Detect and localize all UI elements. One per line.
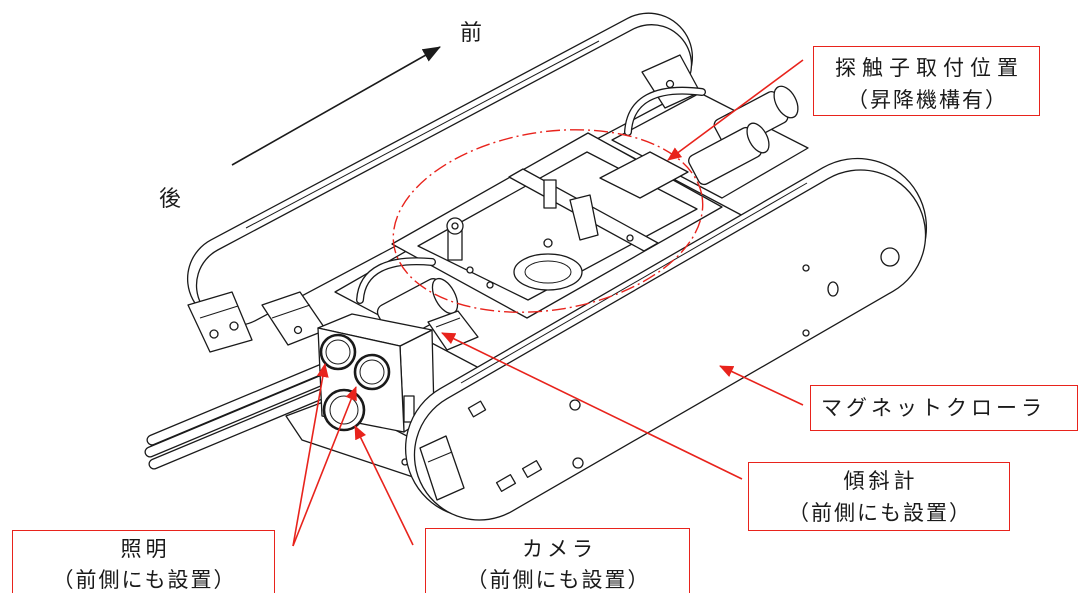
- front-crawler-side-plate: [413, 169, 927, 521]
- front-crawler-end-gear: [419, 435, 465, 501]
- bolt: [486, 281, 494, 289]
- magnet-crawler-callout-arrow: [719, 365, 804, 406]
- probe-mount-frame: [391, 132, 723, 319]
- direction-rear-label: 後: [158, 187, 181, 212]
- motor-end-cap: [773, 85, 799, 119]
- magnet-crawler-title: マグネットクローラ: [821, 396, 1046, 420]
- camera-lens-inner: [329, 395, 359, 425]
- bolt: [543, 238, 553, 248]
- axle-hole: [827, 281, 839, 297]
- handle-bar: [357, 258, 435, 303]
- probe-mount-callout: 探触子取付位置 （昇降機構有）: [813, 46, 1040, 116]
- direction-front-label: 前: [459, 21, 482, 46]
- front-crawler-end-gear-line: [427, 451, 453, 463]
- probe-lift-plate: [599, 151, 689, 199]
- lighting-note: （前側にも設置）: [52, 568, 237, 592]
- light-lens-inner: [359, 359, 385, 385]
- probe-mount-zone-outline: [392, 129, 704, 313]
- probe-mount-callout-arrow: [667, 59, 804, 161]
- bolt: [293, 325, 303, 335]
- bolt: [569, 399, 581, 411]
- camera-callout: カメラ （前側にも設置）: [425, 528, 690, 593]
- inclinometer-callout: 傾斜計 （前側にも設置）: [748, 462, 1010, 531]
- camera-callout-arrow: [354, 425, 414, 546]
- front-crawler-belt-groove: [460, 182, 808, 384]
- rod: [145, 376, 325, 457]
- direction-arrow: [231, 46, 441, 166]
- inclinometer-body: [427, 310, 479, 351]
- front-drive-motor-block: [611, 85, 809, 199]
- inclinometer-note: （前側にも設置）: [788, 501, 972, 525]
- sprocket-tooth: [495, 474, 517, 492]
- unit-bracket: [403, 395, 415, 423]
- inclinometer: [427, 310, 479, 351]
- bolt: [466, 266, 474, 274]
- camera-light-unit: [317, 313, 435, 433]
- inclinometer-edge: [435, 317, 461, 328]
- lighting-callout-arrow: [292, 363, 329, 547]
- bolt: [572, 457, 584, 469]
- probe-mount-note: （昇降機構有）: [847, 88, 1008, 112]
- sprocket-tooth: [467, 400, 487, 418]
- light-lens-inner: [325, 339, 351, 365]
- lighting-title: 照明: [120, 537, 171, 561]
- bolt: [626, 234, 634, 242]
- probe-bracket: [543, 179, 557, 209]
- probe-bracket: [569, 194, 599, 241]
- front-crawler: [404, 157, 928, 521]
- inclinometer-callout-arrow: [441, 332, 743, 480]
- rear-crawler-sprocket-line: [271, 304, 311, 319]
- handle-bar: [625, 87, 705, 135]
- inclinometer-title: 傾斜計: [843, 469, 919, 493]
- magnet-crawler-callout: マグネットクローラ: [810, 385, 1078, 431]
- camera-title: カメラ: [522, 537, 597, 561]
- floor-hole-inner: [524, 260, 572, 284]
- rod: [149, 388, 329, 469]
- bolt: [802, 264, 810, 272]
- lighting-callout-arrow: [292, 386, 357, 547]
- lighting-callout: 照明 （前側にも設置）: [12, 530, 275, 593]
- rod: [147, 364, 327, 445]
- sprocket-tooth: [521, 460, 543, 478]
- camera-note: （前側にも設置）: [466, 568, 651, 592]
- rear-crawler-belt-groove: [245, 40, 600, 229]
- probe-mount-title: 探触子取付位置: [835, 56, 1024, 80]
- probe-bracket-pin: [451, 222, 459, 230]
- bolt: [802, 329, 810, 337]
- rear-crawler-end-gear-line: [199, 305, 239, 319]
- gearbox-end-cap: [746, 122, 770, 154]
- floor-hole: [513, 253, 583, 291]
- bolt: [229, 321, 239, 331]
- axle-hole: [880, 247, 900, 267]
- bolt: [665, 79, 675, 89]
- cable-rods: [144, 363, 330, 470]
- bolt: [209, 329, 219, 339]
